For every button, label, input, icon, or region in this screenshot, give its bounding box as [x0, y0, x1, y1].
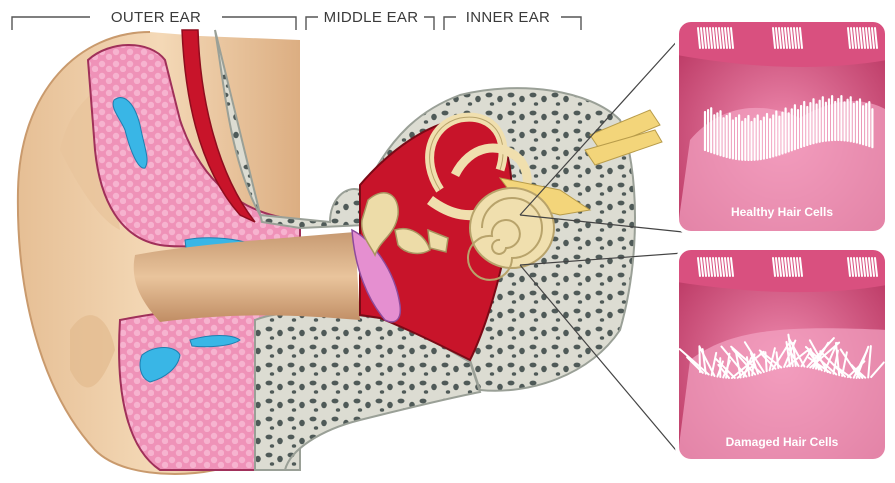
healthy-hair-cells-caption: Healthy Hair Cells [731, 205, 833, 219]
damaged-hair-cells-caption: Damaged Hair Cells [726, 435, 839, 449]
inner-ear-label: INNER EAR [466, 9, 550, 26]
healthy-hair-cells-inset: Healthy Hair Cells [677, 20, 887, 233]
damaged-hair-cells-inset: Damaged Hair Cells [677, 248, 887, 461]
middle-ear-label: MIDDLE EAR [324, 9, 419, 26]
outer-ear-label: OUTER EAR [111, 9, 201, 26]
